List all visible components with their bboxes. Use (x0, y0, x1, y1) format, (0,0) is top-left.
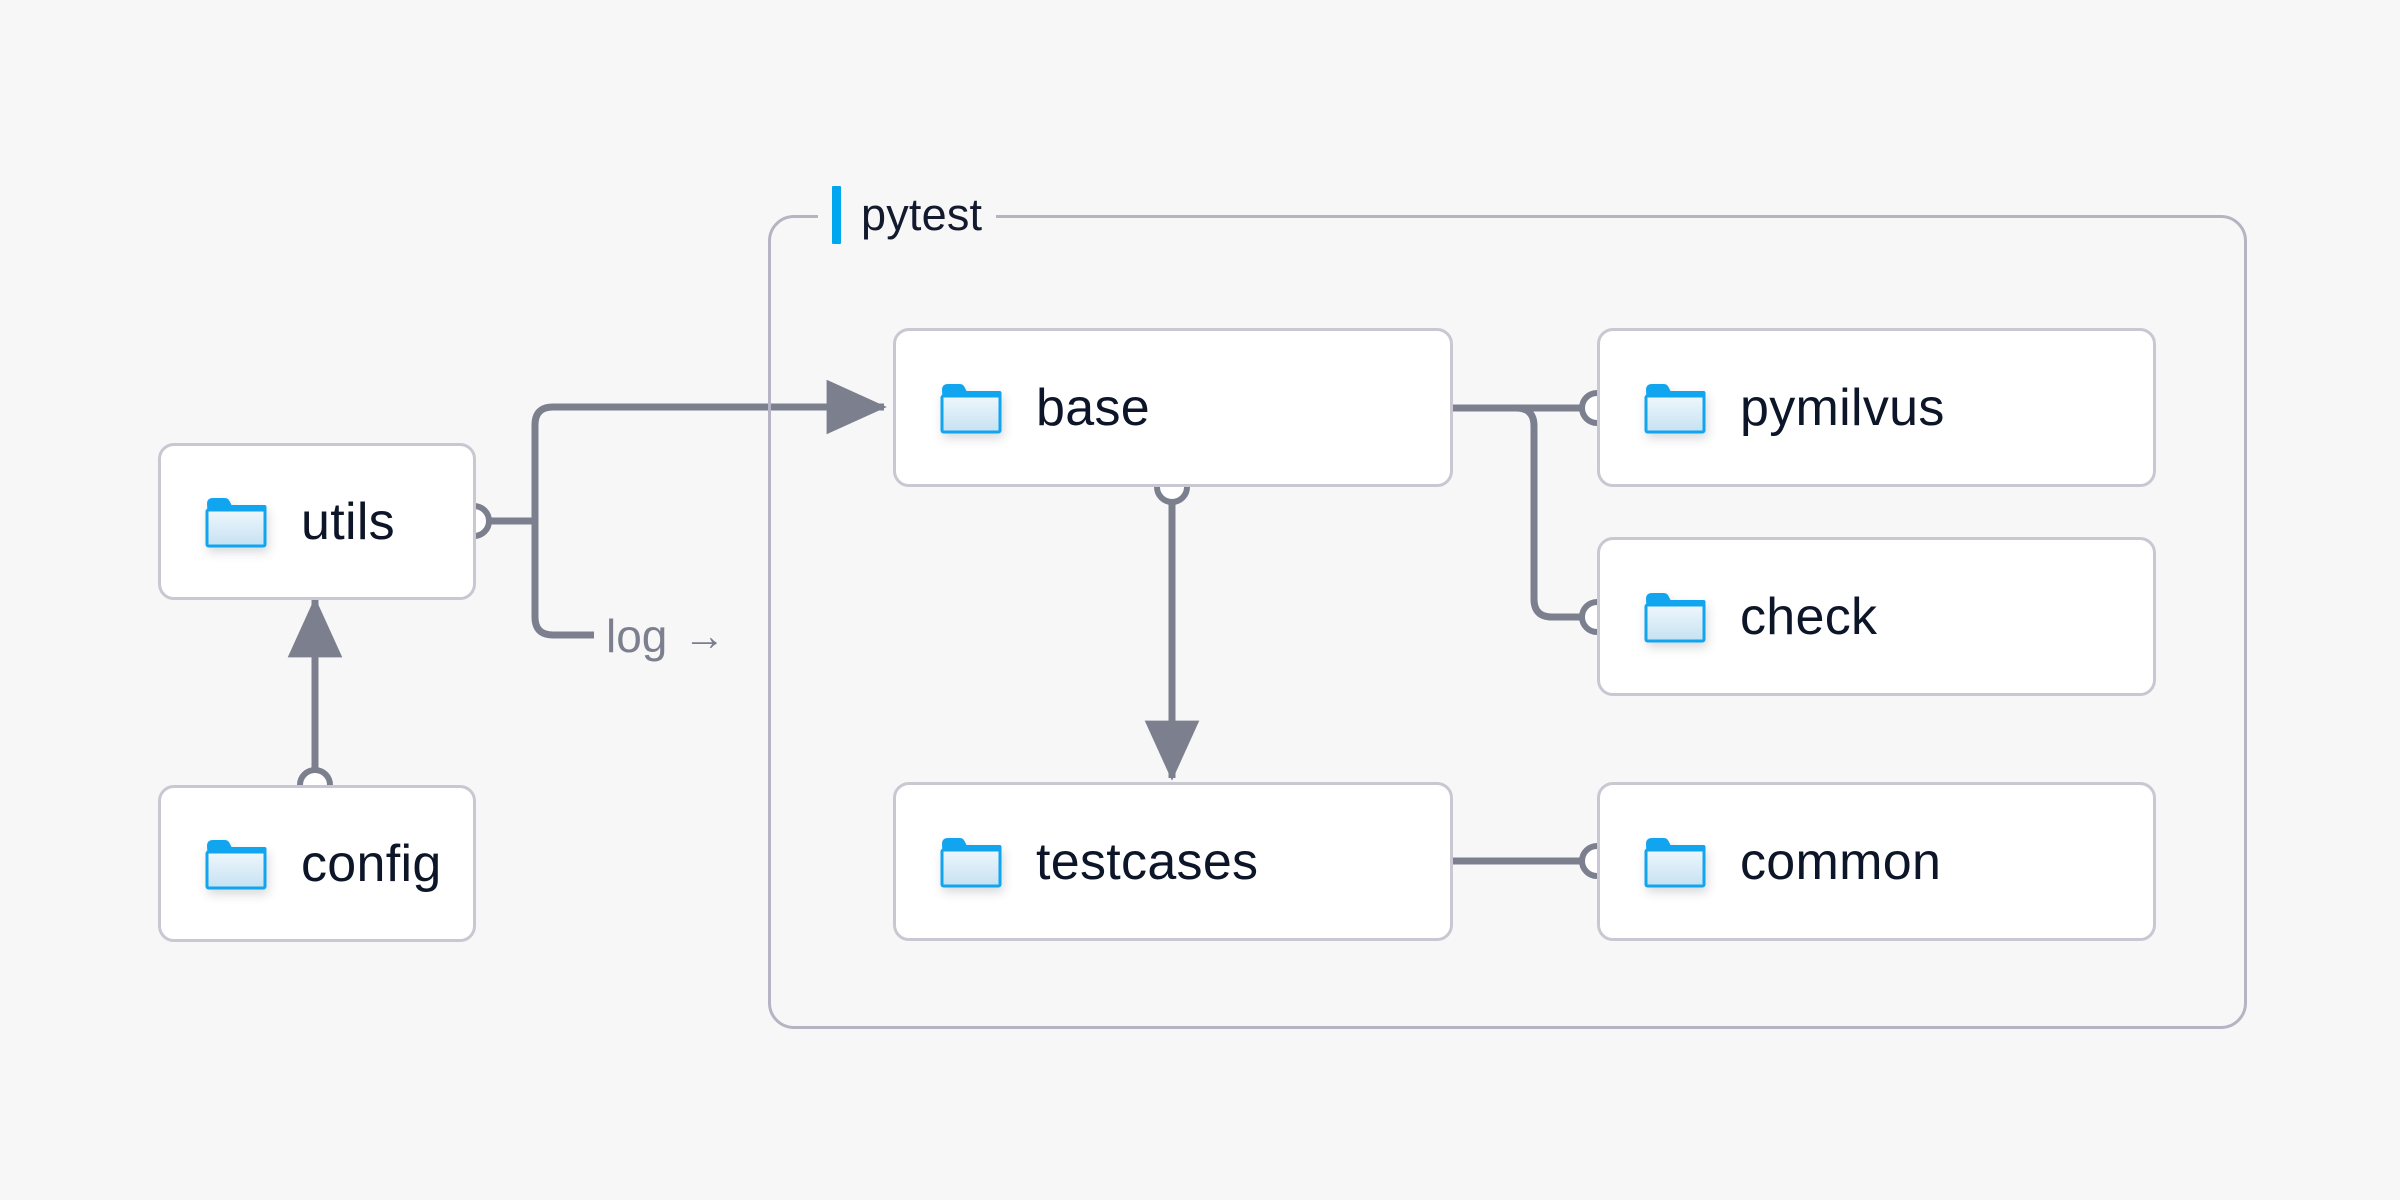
folder-icon (940, 836, 1002, 888)
node-utils[interactable]: utils (158, 443, 476, 600)
group-title: pytest (861, 189, 983, 240)
node-config[interactable]: config (158, 785, 476, 942)
node-label: config (301, 834, 442, 893)
folder-icon (940, 382, 1002, 434)
node-base[interactable]: base (893, 328, 1453, 487)
node-label: check (1740, 587, 1878, 646)
group-container-pytest (768, 215, 2247, 1029)
node-label: pymilvus (1740, 378, 1945, 437)
node-common[interactable]: common (1597, 782, 2156, 941)
folder-icon (1644, 591, 1706, 643)
folder-icon (1644, 836, 1706, 888)
vertical-bar-accent-icon (832, 186, 841, 244)
node-pymilvus[interactable]: pymilvus (1597, 328, 2156, 487)
folder-icon (1644, 382, 1706, 434)
edge-utils-log (531, 521, 600, 639)
node-label: base (1036, 378, 1150, 437)
node-label: testcases (1036, 832, 1259, 891)
edge-label-log: log → (594, 607, 738, 665)
node-check[interactable]: check (1597, 537, 2156, 696)
node-label: utils (301, 492, 395, 551)
node-testcases[interactable]: testcases (893, 782, 1453, 941)
arrow-right-icon: → (683, 612, 726, 659)
group-label-pytest: pytest (818, 185, 997, 245)
node-label: common (1740, 832, 1942, 891)
folder-icon (205, 838, 267, 890)
folder-icon (205, 496, 267, 548)
edge-label-text: log (606, 610, 668, 662)
